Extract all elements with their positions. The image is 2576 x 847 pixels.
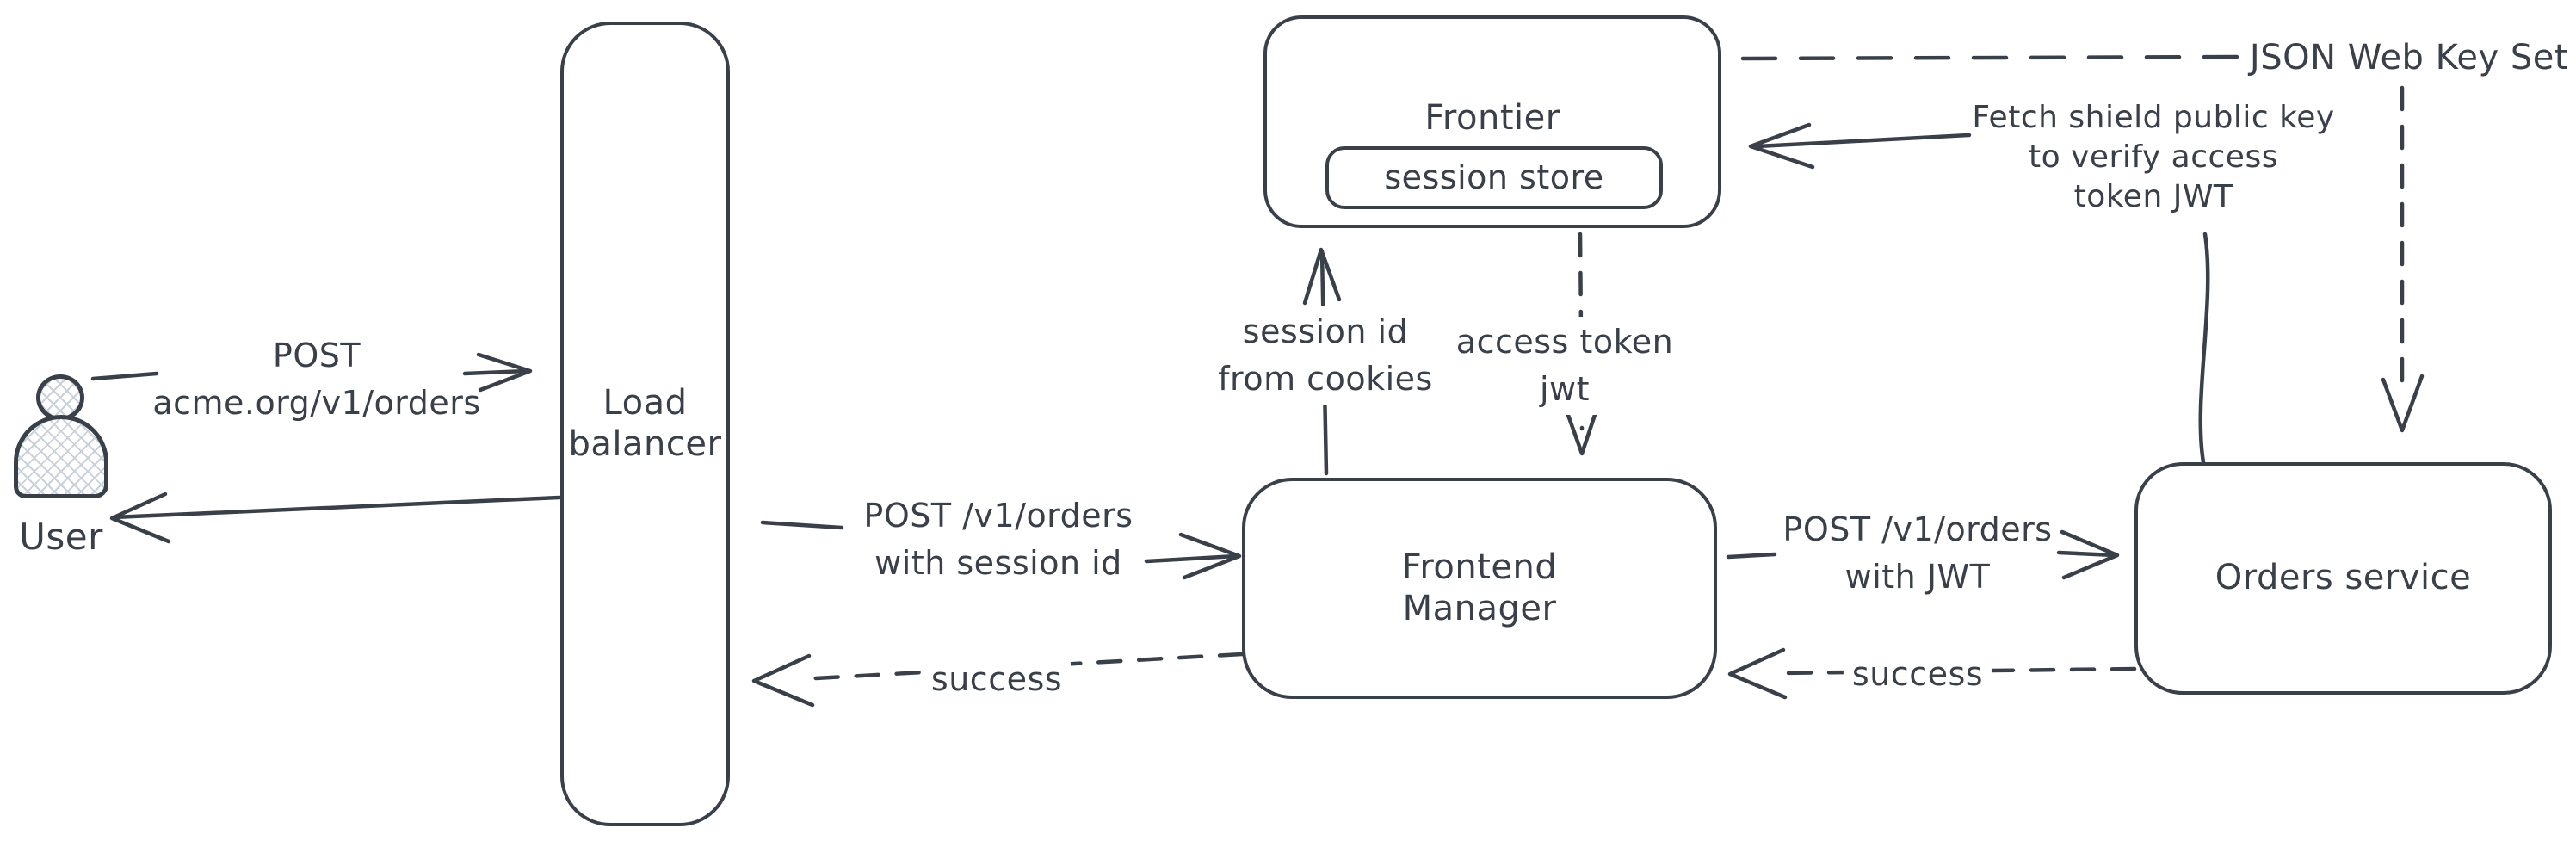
frontend-manager-label-line2: Manager [1402, 588, 1557, 628]
edge-label-session-id-cookies: session id from cookies [1209, 306, 1442, 405]
orders-service-node: Orders service [2134, 462, 2552, 695]
edge-label-access-token-jwt: access token jwt [1447, 317, 1683, 416]
edge-label-post-jwt-line1: POST /v1/orders [1782, 510, 2053, 548]
edge-label-post-session-id-line2: with session id [874, 544, 1122, 583]
jwks-label: JSON Web Key Set [2249, 38, 2569, 77]
edge-label-fetch-shield-key-line1: Fetch shield public key [1972, 100, 2335, 135]
load-balancer-label-line1: Load [602, 383, 688, 424]
edge-label-access-token-jwt-line2: jwt [1539, 370, 1591, 409]
edge-label-post-jwt: POST /v1/orders with JWT [1782, 506, 2052, 601]
arrow-load-balancer-to-frontend-manager [760, 520, 1242, 580]
edge-label-post-session-id: POST /v1/orders with session id [863, 492, 1133, 587]
edge-label-post-acme: POST acme.org/v1/orders [152, 332, 480, 427]
edge-label-post-acme-line1: POST [272, 337, 361, 374]
edge-label-session-id-cookies-line2: from cookies [1218, 360, 1433, 399]
edge-label-success-orders: success [1843, 649, 1992, 701]
edge-label-fetch-shield-key-line2: to verify access [2029, 139, 2278, 176]
session-store-label: session store [1384, 158, 1604, 197]
frontend-manager-node: Frontend Manager [1242, 478, 1717, 699]
edge-label-post-jwt-line2: with JWT [1844, 558, 1991, 597]
session-store-node: session store [1325, 146, 1663, 209]
arrow-user-to-load-balancer [90, 352, 533, 393]
edge-label-success-lb: success [922, 654, 1072, 706]
load-balancer-node: Load balancer [560, 22, 730, 826]
arrow-jwks-to-orders-service [2381, 85, 2425, 433]
user-label: User [19, 516, 103, 558]
line-frontier-to-jwks [1740, 54, 2242, 61]
edge-label-post-acme-line2: acme.org/v1/orders [152, 384, 481, 423]
edge-label-session-id-cookies-line1: session id [1242, 312, 1409, 350]
edge-label-fetch-shield-key: Fetch shield public key to verify access… [1972, 98, 2334, 217]
arrow-frontend-manager-to-orders-service [1726, 529, 2120, 580]
user-icon-body [14, 415, 108, 498]
arrow-orders-service-to-frontier-fetch-key [1748, 122, 2210, 465]
load-balancer-label-line2: balancer [568, 424, 722, 464]
orders-service-label: Orders service [2215, 558, 2472, 598]
frontier-label: Frontier [1424, 98, 1560, 138]
edge-label-access-token-jwt-line1: access token [1455, 323, 1674, 361]
frontend-manager-label-line1: Frontend [1401, 547, 1558, 588]
edge-label-fetch-shield-key-line3: token JWT [2073, 179, 2233, 215]
user-icon [36, 374, 84, 421]
arrow-load-balancer-to-user [109, 492, 562, 544]
edge-label-post-session-id-line1: POST /v1/orders [863, 497, 1134, 535]
